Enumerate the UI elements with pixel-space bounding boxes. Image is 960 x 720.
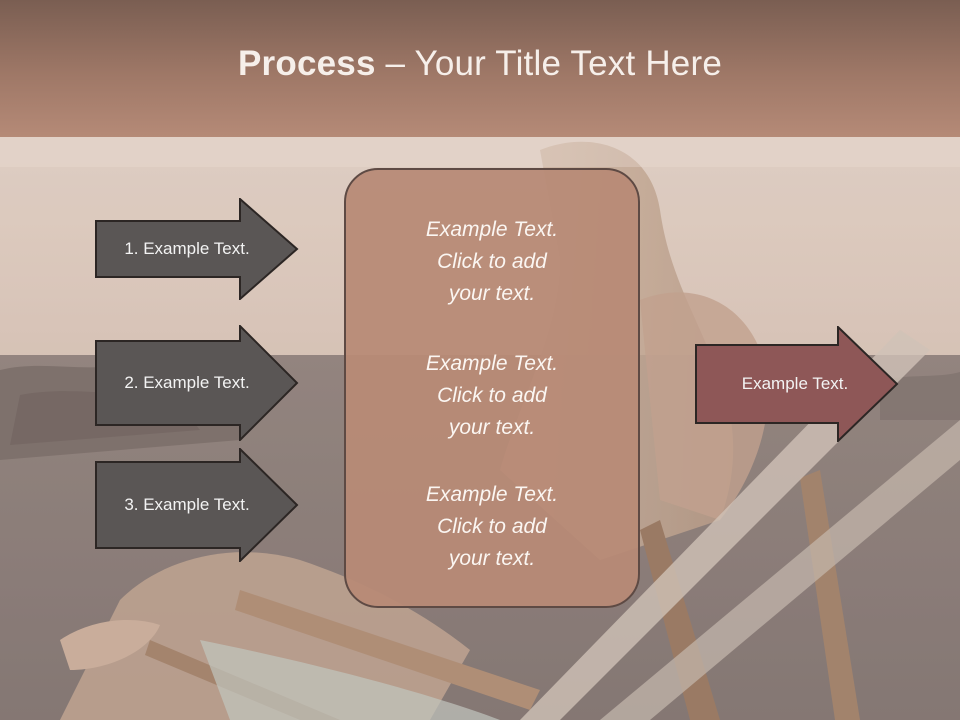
center-paragraph-1: Example Text. Click to add your text. (346, 214, 638, 310)
step-arrow-1[interactable]: 1. Example Text. (95, 198, 299, 300)
paragraph-line: Example Text. (425, 352, 559, 375)
step-arrow-2[interactable]: 2. Example Text. (95, 325, 299, 441)
paragraph-line: your text. (448, 416, 536, 439)
step-arrow-3[interactable]: 3. Example Text. (95, 448, 299, 562)
paragraph-line: Click to add (437, 384, 547, 407)
paragraph-line: your text. (448, 282, 536, 305)
center-text-box[interactable]: Example Text. Click to add your text. Ex… (344, 168, 640, 608)
slide-title[interactable]: Process – Your Title Text Here (238, 44, 722, 84)
result-label: Example Text. (741, 374, 849, 393)
step-label: 2. Example Text. (124, 373, 250, 392)
arrow-shape (95, 198, 299, 300)
result-arrow[interactable]: Example Text. (695, 326, 899, 442)
center-paragraph-3: Example Text. Click to add your text. (346, 479, 638, 575)
title-rest-text: – Your Title Text Here (375, 43, 722, 83)
paragraph-line: Click to add (437, 250, 547, 273)
paragraph-line: your text. (448, 547, 536, 570)
title-bar: Process – Your Title Text Here (0, 0, 960, 137)
arrow-shape (95, 325, 299, 441)
paragraph-line: Click to add (437, 515, 547, 538)
paragraph-line: Example Text. (425, 483, 559, 506)
arrow-shape (695, 326, 899, 442)
arrow-shape (95, 448, 299, 562)
step-label: 1. Example Text. (124, 239, 250, 258)
title-band (0, 137, 960, 167)
paragraph-line: Example Text. (425, 218, 559, 241)
step-label: 3. Example Text. (124, 495, 250, 514)
center-paragraph-2: Example Text. Click to add your text. (346, 348, 638, 444)
title-bold-text: Process (238, 43, 376, 83)
